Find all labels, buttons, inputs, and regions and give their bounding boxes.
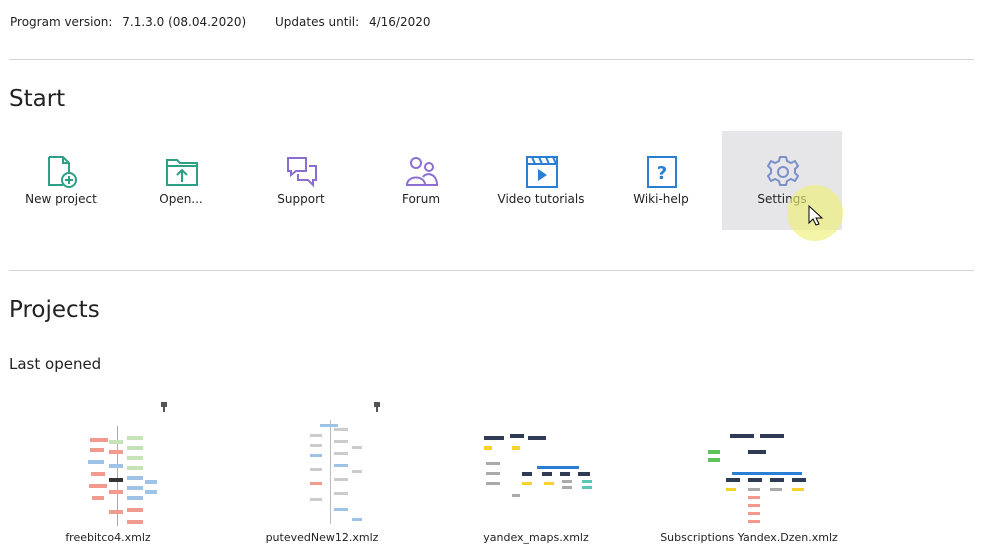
open-label: Open... [159,192,203,206]
project-thumbnail-subscriptions[interactable] [650,400,840,530]
video-icon [526,156,558,188]
project-thumbnail-freebitco4[interactable] [40,400,230,530]
pin-icon[interactable] [373,402,381,412]
updates-value: 4/16/2020 [368,15,431,29]
gear-icon [767,156,799,186]
video-tutorials-button[interactable]: Video tutorials [481,131,601,230]
svg-text:?: ? [657,163,667,184]
help-question-icon: ? [647,156,677,188]
projects-title: Projects [9,297,100,323]
new-project-button[interactable]: New project [1,131,121,230]
mindmap-preview [85,420,165,528]
project-file-name[interactable]: freebitco4.xmlz [65,531,151,544]
support-label: Support [277,192,325,206]
open-button[interactable]: Open... [121,131,241,230]
updates-info: Updates until: 4/16/2020 [275,15,437,29]
mindmap-preview [482,432,602,502]
program-version-value: 7.1.3.0 (08.04.2020) [122,15,247,29]
wiki-help-label: Wiki-help [633,192,689,206]
forum-button[interactable]: Forum [361,131,481,230]
users-icon [405,157,439,186]
wiki-help-button[interactable]: ? Wiki-help [601,131,721,230]
start-title: Start [9,86,66,112]
video-tutorials-label: Video tutorials [497,192,585,206]
chat-bubbles-icon [287,157,317,188]
project-file-name[interactable]: Subscriptions Yandex.Dzen.xmlz [660,531,838,544]
open-folder-icon [166,159,198,186]
forum-label: Forum [401,192,441,206]
pin-icon[interactable] [160,402,168,412]
divider-middle [9,270,974,271]
version-bar: Program version: 7.1.3.0 (08.04.2020) Up… [10,15,431,29]
divider-top [9,59,974,60]
support-button[interactable]: Support [241,131,361,230]
project-thumbnail-yandex-maps[interactable] [440,400,630,530]
mindmap-preview [708,432,818,527]
mouse-cursor-icon [808,205,824,226]
mindmap-preview [300,418,380,528]
project-file-name[interactable]: yandex_maps.xmlz [483,531,589,544]
program-version-label: Program version: [10,15,113,29]
project-file-name[interactable]: putevedNew12.xmlz [265,531,379,544]
updates-label: Updates until: [275,15,360,29]
project-thumbnail-putevednew12[interactable] [240,400,430,530]
new-project-icon [48,156,77,188]
last-opened-heading: Last opened [9,355,102,373]
new-project-label: New project [25,192,97,206]
